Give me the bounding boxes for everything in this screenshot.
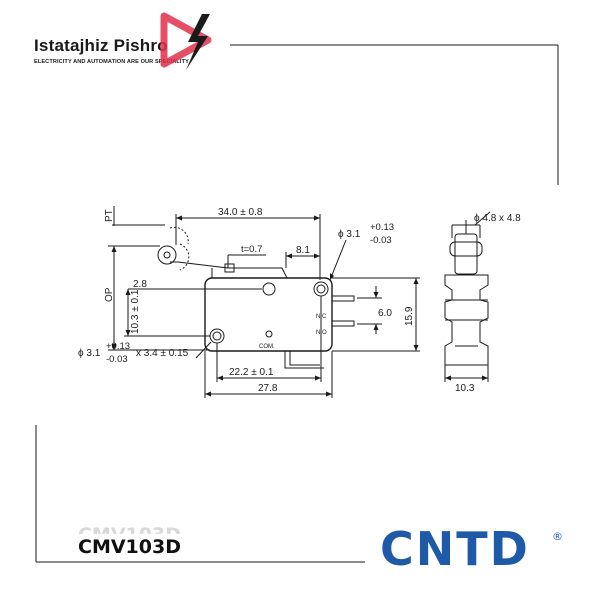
label-thickness: t=0.7 <box>241 244 262 255</box>
label-pt: PT <box>104 209 115 222</box>
label-hole-slot: x 3.4 ± 0.15 <box>136 348 189 359</box>
label-op: OP <box>104 287 115 302</box>
company-tagline: ELECTRICITY AND AUTOMATION ARE OUR SPECI… <box>34 59 189 65</box>
label-hole-left: ϕ 3.1 <box>78 348 101 359</box>
play-bolt-logo-icon <box>160 12 212 70</box>
label-height-10-3: 10.3 ± 0.1 <box>130 289 141 334</box>
label-com: COM. <box>259 344 275 350</box>
label-2-8: 2.8 <box>133 279 147 290</box>
label-hole-right: ϕ 3.1 <box>338 229 361 240</box>
registered-mark: ® <box>552 530 563 543</box>
label-22-2: 22.2 ± 0.1 <box>229 367 274 378</box>
brand-logo-text: CNTD <box>380 522 530 576</box>
label-width-10-3: 10.3 <box>455 383 475 394</box>
label-no: N.O <box>316 330 327 336</box>
label-tol-plus-left: +0.13 <box>106 341 130 352</box>
model-name-shadow: CMV103D <box>78 524 181 546</box>
brand-block: Istatajhiz Pishro ELECTRICITY AND AUTOMA… <box>34 36 189 65</box>
label-8-1: 8.1 <box>296 245 310 256</box>
label-tol-minus-right: -0.03 <box>370 235 392 246</box>
label-tol-plus-right: +0.13 <box>370 222 394 233</box>
label-15-9: 15.9 <box>404 306 415 326</box>
label-plunger: ϕ 4.8 x 4.8 <box>474 213 521 224</box>
label-nc: N.C <box>316 314 327 320</box>
model-name: CMV103D <box>78 536 181 558</box>
label-6-0: 6.0 <box>378 308 392 319</box>
company-name: Istatajhiz Pishro <box>34 36 168 55</box>
label-27-8: 27.8 <box>258 383 278 394</box>
label-length: 34.0 ± 0.8 <box>218 207 263 218</box>
label-tol-minus-left: -0.03 <box>106 354 128 365</box>
